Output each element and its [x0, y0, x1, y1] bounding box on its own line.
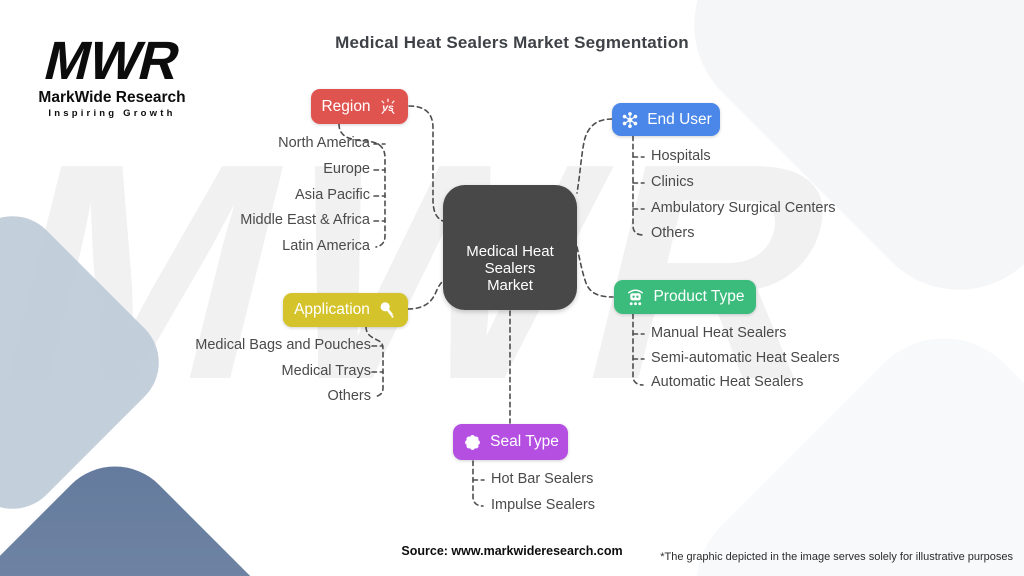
logo-name: MarkWide Research	[38, 89, 186, 107]
logo-acronym: MWR	[38, 31, 186, 91]
seal-type-item: Hot Bar Sealers	[491, 471, 594, 487]
svg-text:vs: vs	[382, 103, 394, 114]
seal-type-item: Impulse Sealers	[491, 497, 595, 513]
application-label: Application	[294, 301, 370, 318]
branch-node-application: Application	[283, 293, 408, 327]
product-type-label: Product Type	[653, 288, 745, 305]
region-item: Asia Pacific	[295, 187, 370, 203]
network-dots-icon	[620, 110, 640, 130]
end-user-item: Hospitals	[651, 148, 711, 164]
product-type-item: Manual Heat Sealers	[651, 325, 787, 341]
markwide-logo: MWR MarkWide Research Inspiring Growth	[28, 31, 196, 120]
end-user-item: Clinics	[651, 174, 694, 190]
end-user-item: Ambulatory Surgical Centers	[651, 200, 836, 216]
seal-type-label: Seal Type	[490, 433, 559, 450]
disclaimer-text: *The graphic depicted in the image serve…	[660, 551, 1013, 563]
source-text: Source: www.markwideresearch.com	[401, 544, 623, 558]
region-item: Middle East & Africa	[240, 212, 370, 228]
product-type-item: Semi-automatic Heat Sealers	[651, 350, 840, 366]
end-user-item: Others	[651, 225, 695, 241]
application-item: Others	[327, 388, 371, 404]
application-item: Medical Bags and Pouches	[195, 337, 371, 353]
branch-node-end-user: End User	[612, 103, 720, 136]
vs-burst-icon: vs	[378, 97, 398, 117]
magnifier-icon	[377, 300, 397, 320]
branch-node-region: Region vs	[311, 89, 408, 124]
product-type-item: Automatic Heat Sealers	[651, 374, 804, 390]
logo-tagline: Inspiring Growth	[48, 108, 176, 120]
branch-node-seal-type: Seal Type	[453, 424, 568, 460]
region-item: Europe	[323, 161, 370, 177]
center-node-medical-heat-sealers-market: Medical Heat Sealers Market	[443, 185, 577, 310]
region-label: Region	[321, 97, 371, 115]
region-item: Latin America	[282, 238, 370, 254]
region-item: North America	[278, 135, 370, 151]
robot-machine-icon	[625, 287, 646, 308]
end-user-label: End User	[647, 110, 712, 128]
application-item: Medical Trays	[281, 363, 371, 379]
page-title: Medical Heat Sealers Market Segmentation	[335, 33, 689, 52]
seal-badge-icon	[462, 432, 483, 453]
branch-node-product-type: Product Type	[614, 280, 756, 314]
